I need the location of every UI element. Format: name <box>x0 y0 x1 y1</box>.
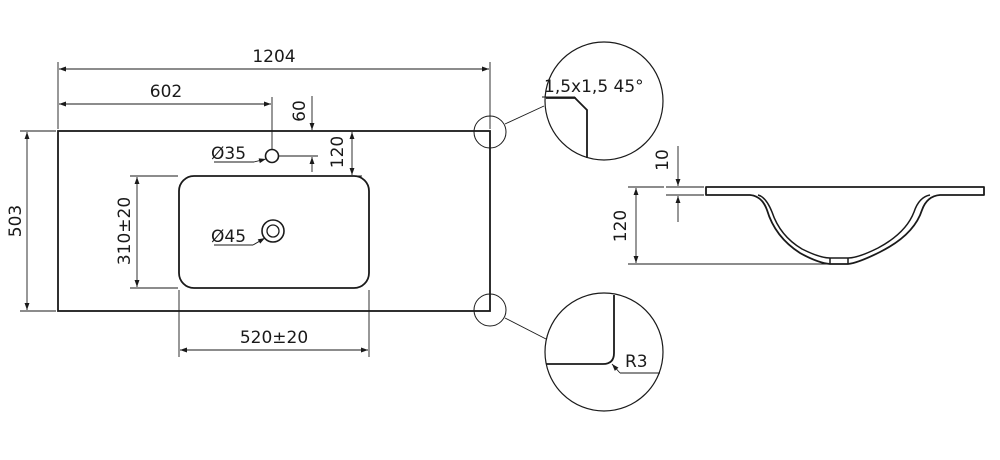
half-width-label: 602 <box>150 82 182 102</box>
basin-outline <box>178 175 370 289</box>
drain-hole-outer <box>261 219 285 243</box>
bowl-width-label: 520±20 <box>240 328 308 348</box>
drain-hole-label: Ø45 <box>211 227 246 247</box>
dimension-bowl-depth: 310±20 <box>115 175 178 289</box>
basin-section-profile <box>705 186 985 265</box>
detail-callout-bottom-right <box>473 293 507 327</box>
overall-depth-label: 503 <box>6 205 26 237</box>
dimension-overall-depth: 503 <box>6 130 56 312</box>
detail-chamfer-circle <box>544 41 664 161</box>
hole-offset-label: 60 <box>290 100 310 122</box>
detail-radius-circle <box>544 292 664 412</box>
radius-edge <box>546 295 615 365</box>
detail-radius: R3 <box>504 292 664 412</box>
drain-hole-inner <box>266 224 280 238</box>
countertop-outline <box>57 130 491 312</box>
basin-section-inner <box>757 194 931 259</box>
bowl-offset-label: 120 <box>328 136 348 168</box>
detail-chamfer: 1,5x1,5 45° <box>504 41 664 161</box>
bowl-depth-label: 310±20 <box>115 197 135 265</box>
chamfer-label: 1,5x1,5 45° <box>544 77 644 97</box>
chamfer-edge <box>546 97 588 158</box>
dimension-overall-width: 1204 <box>57 47 491 129</box>
dimension-bowl-width: 520±20 <box>178 290 370 357</box>
overall-width-label: 1204 <box>252 47 295 67</box>
dimension-thickness: 10 <box>653 146 704 222</box>
dimension-hole-offset: 60 <box>278 96 318 172</box>
dimension-half-width: 602 <box>59 82 273 150</box>
drain-hole-callout: Ø45 <box>211 227 266 247</box>
drain-outlet <box>829 258 849 264</box>
tap-hole <box>264 148 280 164</box>
top-view <box>57 115 507 327</box>
bowl-height-label: 120 <box>611 210 631 242</box>
dimension-bowl-offset: 120 <box>325 132 362 177</box>
radius-label: R3 <box>625 352 648 372</box>
section-view <box>705 186 985 265</box>
tap-hole-label: Ø35 <box>211 144 246 164</box>
tap-hole-callout: Ø35 <box>211 144 267 164</box>
thickness-label: 10 <box>653 149 673 171</box>
dimension-bowl-height: 120 <box>611 186 828 265</box>
